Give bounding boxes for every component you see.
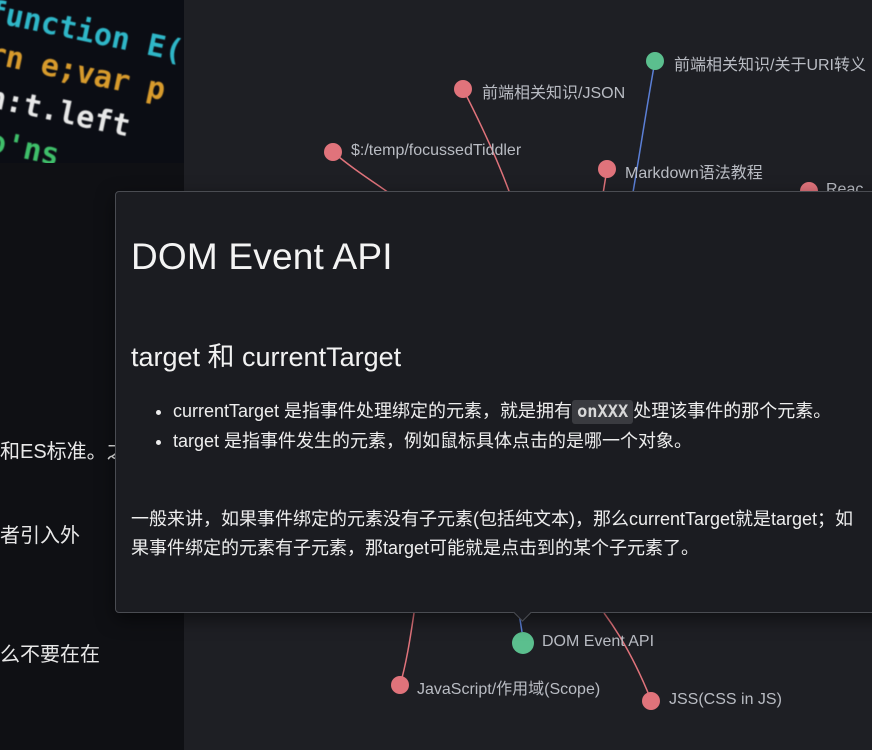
- graph-node: [391, 676, 409, 694]
- graph-node-label[interactable]: JavaScript/作用域(Scope): [417, 681, 601, 698]
- graph-node-label[interactable]: JSS(CSS in JS): [669, 691, 782, 708]
- code-line: o'ns: [0, 124, 63, 163]
- bullet-text: target 是指事件发生的元素，例如鼠标具体点击的是哪一个对象。: [173, 431, 693, 451]
- graph-node-label[interactable]: 前端相关知识/JSON: [482, 85, 626, 102]
- graph-edge: [399, 612, 415, 686]
- article-text-fragment: 和ES标准。之: [0, 441, 127, 463]
- graph-node: [454, 80, 472, 98]
- bullet-text: 处理该事件的那个元素。: [633, 401, 832, 421]
- list-item: target 是指事件发生的元素，例如鼠标具体点击的是哪一个对象。: [173, 427, 872, 456]
- bullet-text: currentTarget 是指事件处理绑定的元素，就是拥有: [173, 401, 573, 421]
- popup-bullet-list: currentTarget 是指事件处理绑定的元素，就是拥有onXXX处理该事件…: [131, 397, 872, 456]
- popup-heading: target 和 currentTarget: [131, 342, 402, 372]
- graph-node-label[interactable]: Markdown语法教程: [625, 165, 763, 182]
- article-text-fragment: 者引入外: [0, 525, 80, 547]
- graph-edge: [603, 612, 652, 701]
- graph-node-label[interactable]: DOM Event API: [542, 633, 655, 650]
- graph-node: [324, 143, 342, 161]
- popup-paragraph: 一般来讲，如果事件绑定的元素没有子元素(包括纯文本)，那么currentTarg…: [131, 509, 854, 558]
- list-item: currentTarget 是指事件处理绑定的元素，就是拥有onXXX处理该事件…: [173, 397, 872, 427]
- graph-node-label[interactable]: 前端相关知识/关于URI转义: [674, 57, 867, 74]
- article-text-fragment: 么不要在在: [0, 644, 100, 666]
- graph-node: [512, 632, 534, 654]
- graph-node: [646, 52, 664, 70]
- tiddler-preview-popup: DOM Event API target 和 currentTarget cur…: [115, 191, 872, 622]
- popup-title: DOM Event API: [131, 236, 393, 277]
- code-header-image: function E( rn e;var p n:t.left o'ns: [0, 0, 184, 163]
- graph-node-label[interactable]: $:/temp/focussedTiddler: [351, 142, 522, 159]
- graph-node: [598, 160, 616, 178]
- graph-node: [642, 692, 660, 710]
- inline-code: onXXX: [572, 400, 634, 424]
